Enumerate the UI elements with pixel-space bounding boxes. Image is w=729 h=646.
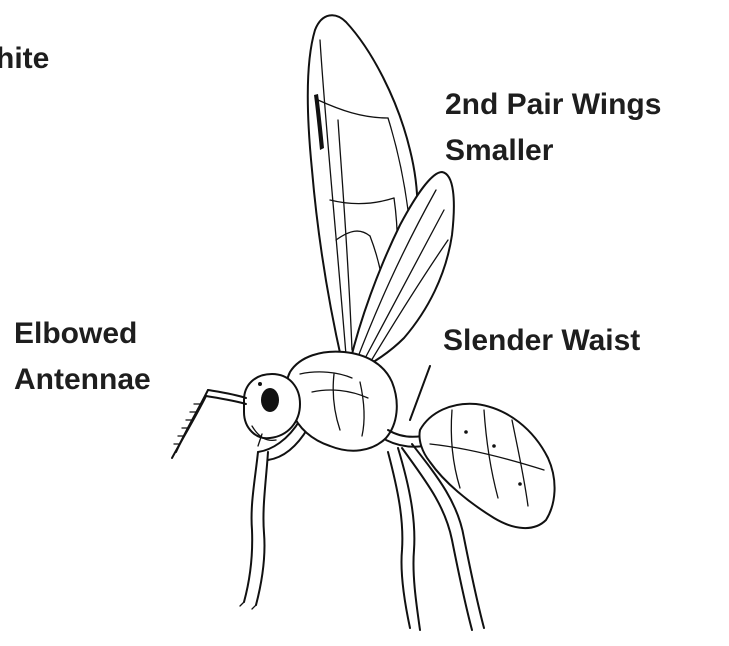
label-elbowed-antennae: Elbowed Antennae — [14, 311, 151, 403]
label-top-left-fragment: hite — [0, 36, 49, 82]
label-wings-line1: 2nd Pair Wings — [445, 82, 661, 128]
label-antennae-line1: Elbowed — [14, 311, 151, 357]
label-second-pair-wings: 2nd Pair Wings Smaller — [445, 82, 661, 174]
label-antennae-line2: Antennae — [14, 357, 151, 403]
leg-middle — [388, 448, 420, 630]
leg-front — [240, 452, 268, 609]
head — [244, 374, 300, 446]
label-slender-waist: Slender Waist — [443, 318, 640, 364]
label-wings-line2: Smaller — [445, 128, 661, 174]
antenna — [172, 390, 246, 458]
abdomen — [419, 404, 554, 528]
